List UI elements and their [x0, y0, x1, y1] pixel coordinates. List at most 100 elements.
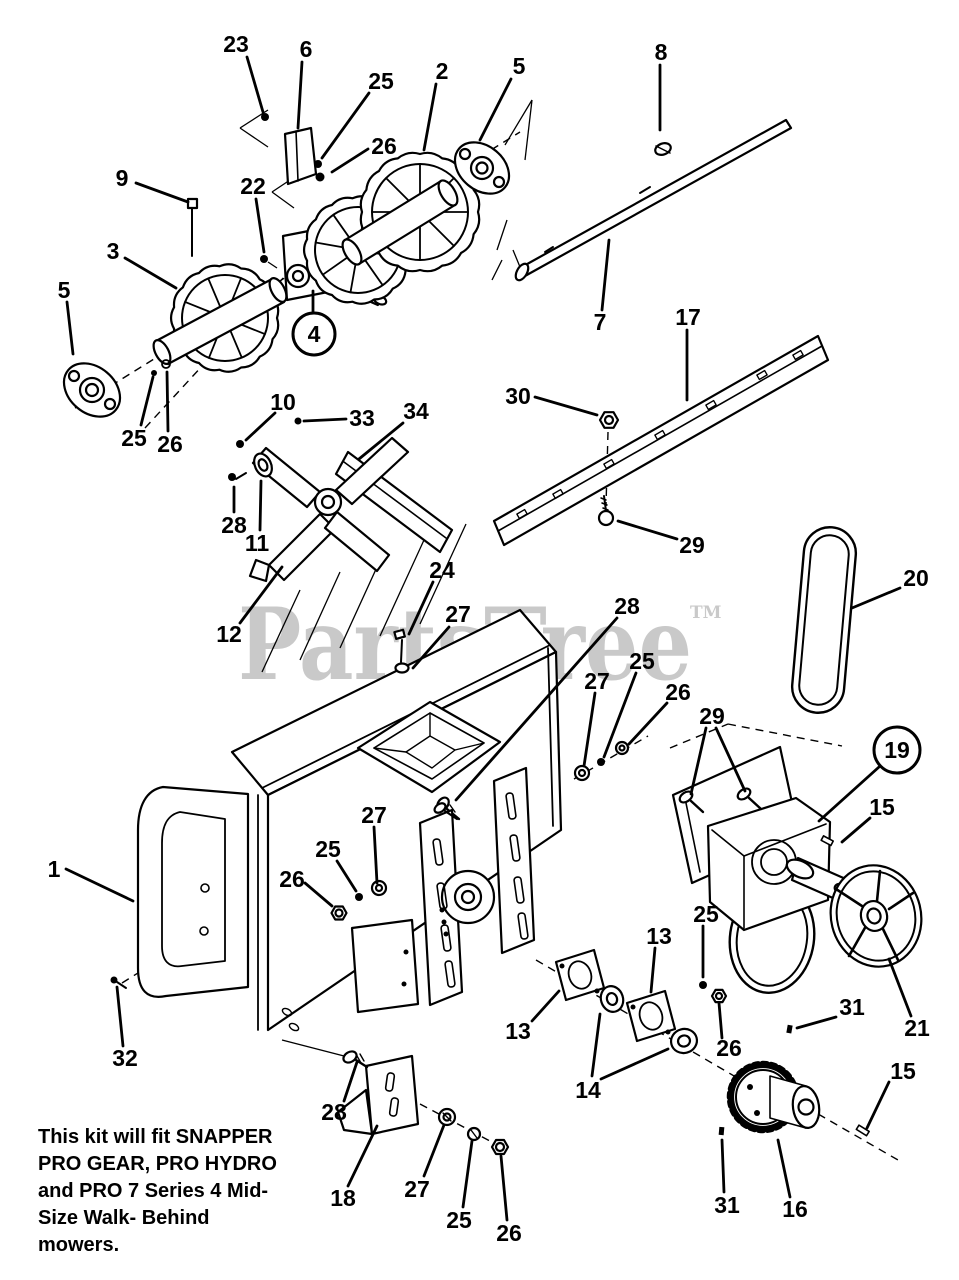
idler-bracket-set — [336, 1050, 510, 1156]
spoked-pulley — [829, 864, 923, 968]
auger-wheel-left — [152, 263, 288, 373]
callout-24: 24 — [407, 557, 455, 636]
callout-leader — [533, 395, 599, 417]
callout-label: 5 — [58, 277, 71, 303]
callout-label: 27 — [361, 802, 387, 828]
callout-leader — [717, 1001, 724, 1040]
callout-leader — [530, 989, 561, 1023]
callout-11: 11 — [245, 479, 269, 556]
callout-leader — [817, 765, 881, 823]
auger-shaft — [514, 118, 793, 282]
callout-leader — [600, 238, 611, 312]
callout-25: 25 — [693, 901, 719, 979]
callout-label: 29 — [679, 532, 705, 558]
woodruff-key-8 — [654, 142, 672, 156]
callout-leader — [64, 867, 135, 903]
screw-9 — [186, 197, 199, 257]
callout-9: 9 — [116, 165, 190, 204]
bearing-hanger-set — [554, 948, 728, 1055]
callout-label: 13 — [505, 1018, 531, 1044]
callout-22: 22 — [240, 173, 266, 254]
callout-leader — [422, 1123, 446, 1178]
callout-28: 28 — [454, 593, 640, 802]
callout-label: 28 — [321, 1099, 347, 1125]
callout-leader — [303, 881, 334, 908]
callout-label: 28 — [221, 512, 247, 538]
callout-23: 23 — [223, 31, 265, 114]
callout-label: 27 — [445, 601, 471, 627]
callout-leader — [296, 60, 304, 130]
callout-leader — [302, 417, 348, 423]
callout-label: 25 — [629, 648, 655, 674]
callout-label: 24 — [429, 557, 455, 583]
callout-label: 31 — [714, 1192, 740, 1218]
footer-note: This kit will fit SNAPPER PRO GEAR, PRO … — [38, 1126, 277, 1256]
flange-bearing-right — [453, 141, 511, 195]
callout-27: 27 — [582, 668, 610, 768]
callout-leader — [165, 370, 170, 433]
callout-6: 6 — [296, 36, 312, 130]
callout-leader — [795, 1015, 838, 1030]
callout-leader — [258, 479, 263, 532]
drive-belt — [790, 526, 858, 714]
callout-label: 25 — [121, 425, 147, 451]
callout-26: 26 — [627, 679, 691, 746]
callout-31: 31 — [714, 1138, 740, 1218]
callout-leader — [244, 411, 277, 442]
spoke-line — [349, 260, 357, 294]
callout-leader — [245, 55, 265, 114]
callout-leader — [887, 957, 913, 1018]
spoke-line — [321, 255, 350, 276]
spoke-line — [207, 277, 222, 308]
callout-leader — [238, 565, 284, 625]
callout-leader — [582, 691, 597, 768]
callout-25: 25 — [446, 1139, 474, 1233]
callout-15: 15 — [865, 1058, 916, 1130]
callout-label: 27 — [404, 1176, 430, 1202]
screw-32 — [110, 976, 127, 989]
callout-26: 26 — [496, 1154, 522, 1246]
callout-28: 28 — [321, 1060, 359, 1125]
callout-15: 15 — [840, 794, 895, 844]
callout-leader — [320, 91, 371, 160]
impeller-assembly — [228, 436, 454, 583]
callout-28: 28 — [221, 485, 247, 538]
callout-leader — [461, 1139, 474, 1209]
spoke-line — [332, 213, 353, 242]
chain-sprocket — [718, 1024, 870, 1137]
callout-8: 8 — [655, 39, 668, 132]
callout-label: 19 — [884, 737, 910, 763]
callout-label: 23 — [223, 31, 249, 57]
callout-leader — [65, 300, 75, 356]
callout-label: 15 — [869, 794, 895, 820]
flange-bearing-left — [62, 362, 122, 418]
callout-25: 25 — [121, 375, 155, 451]
callout-33: 33 — [302, 405, 375, 431]
callout-label: 5 — [513, 53, 526, 79]
gearbox-assembly — [671, 745, 857, 994]
callout-leader — [499, 1154, 509, 1222]
callout-circle — [291, 311, 337, 357]
callout-30: 30 — [505, 383, 599, 417]
spoke-line — [228, 328, 243, 359]
callout-29: 29 — [616, 519, 705, 558]
footer-note-line: mowers. — [38, 1234, 119, 1256]
screw-24-washer-27 — [393, 628, 410, 674]
callout-31: 31 — [795, 994, 865, 1030]
callout-25: 25 — [602, 648, 655, 759]
nut-30 — [598, 411, 620, 429]
callout-label: 31 — [839, 994, 865, 1020]
callout-label: 10 — [270, 389, 296, 415]
callout-29: 29 — [689, 703, 747, 796]
callout-27: 27 — [404, 1123, 446, 1202]
callout-leader — [616, 519, 679, 541]
callout-leader — [627, 701, 669, 746]
callout-leader — [590, 1012, 602, 1078]
callout-12: 12 — [216, 565, 284, 647]
callout-label: 27 — [584, 668, 610, 694]
spoke-line — [314, 241, 348, 249]
callout-label: 9 — [116, 165, 129, 191]
auger-wheel-top — [302, 151, 481, 305]
